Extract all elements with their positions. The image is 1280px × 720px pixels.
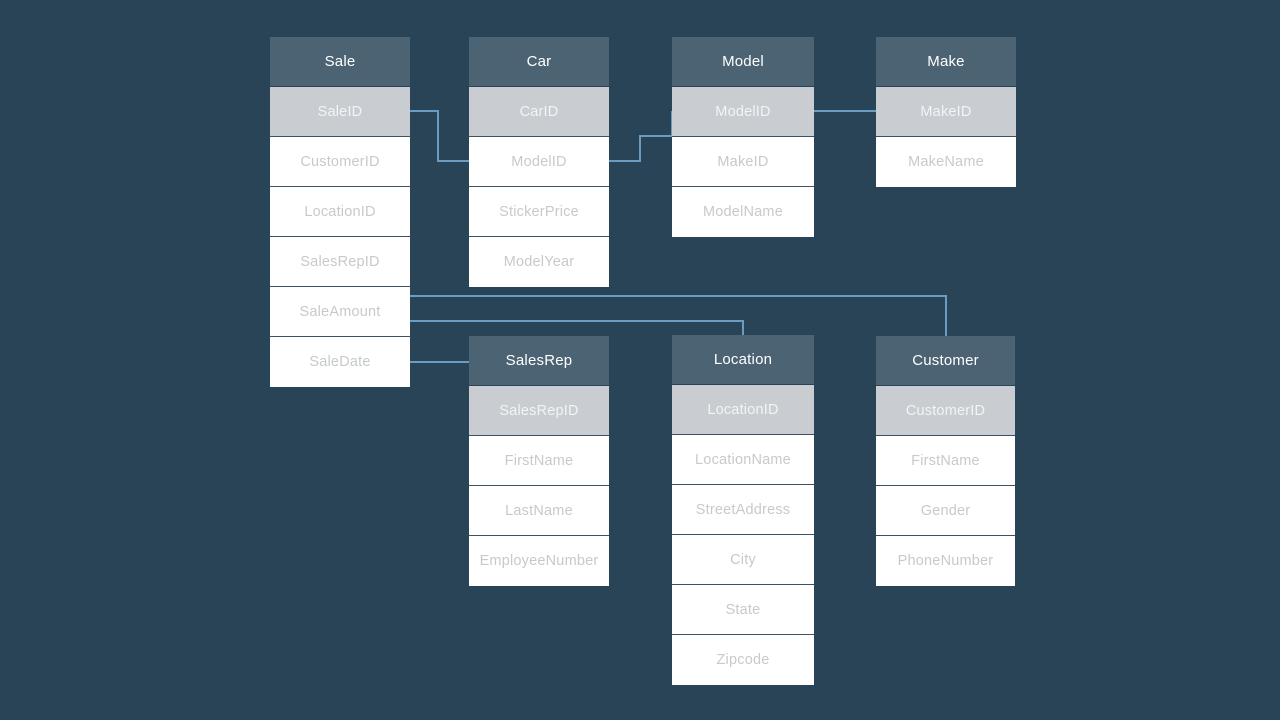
connector-car-model bbox=[609, 111, 673, 162]
entity-title: Make bbox=[876, 37, 1016, 87]
attribute-row[interactable]: CustomerID bbox=[270, 137, 410, 187]
attribute-row[interactable]: ModelYear bbox=[469, 237, 609, 287]
attribute-row[interactable]: FirstName bbox=[469, 436, 609, 486]
entity-title: Car bbox=[469, 37, 609, 87]
attribute-row-primary-key[interactable]: MakeID bbox=[876, 87, 1016, 137]
entity-title: SalesRep bbox=[469, 336, 609, 386]
attribute-row[interactable]: StreetAddress bbox=[672, 485, 814, 535]
entity-title: Sale bbox=[270, 37, 410, 87]
attribute-row-primary-key[interactable]: LocationID bbox=[672, 385, 814, 435]
attribute-row[interactable]: Gender bbox=[876, 486, 1015, 536]
attribute-row-primary-key[interactable]: CarID bbox=[469, 87, 609, 137]
connector-sale-car bbox=[410, 110, 469, 162]
attribute-row[interactable]: SaleDate bbox=[270, 337, 410, 387]
attribute-row[interactable]: ModelName bbox=[672, 187, 814, 237]
attribute-row[interactable]: City bbox=[672, 535, 814, 585]
connector-sale-location bbox=[410, 320, 744, 335]
entity-title: Model bbox=[672, 37, 814, 87]
attribute-row[interactable]: LocationName bbox=[672, 435, 814, 485]
attribute-row[interactable]: SalesRepID bbox=[270, 237, 410, 287]
attribute-row-primary-key[interactable]: ModelID bbox=[672, 87, 814, 137]
entity-title: Customer bbox=[876, 336, 1015, 386]
connector-sale-customer bbox=[410, 295, 947, 336]
attribute-row[interactable]: Zipcode bbox=[672, 635, 814, 685]
attribute-row[interactable]: LastName bbox=[469, 486, 609, 536]
entity-title: Location bbox=[672, 335, 814, 385]
attribute-row[interactable]: ModelID bbox=[469, 137, 609, 187]
attribute-row[interactable]: MakeID bbox=[672, 137, 814, 187]
attribute-row[interactable]: StickerPrice bbox=[469, 187, 609, 237]
attribute-row-primary-key[interactable]: CustomerID bbox=[876, 386, 1015, 436]
attribute-row[interactable]: SaleAmount bbox=[270, 287, 410, 337]
attribute-row-primary-key[interactable]: SaleID bbox=[270, 87, 410, 137]
attribute-row[interactable]: FirstName bbox=[876, 436, 1015, 486]
attribute-row-primary-key[interactable]: SalesRepID bbox=[469, 386, 609, 436]
attribute-row[interactable]: State bbox=[672, 585, 814, 635]
attribute-row[interactable]: PhoneNumber bbox=[876, 536, 1015, 586]
attribute-row[interactable]: EmployeeNumber bbox=[469, 536, 609, 586]
attribute-row[interactable]: MakeName bbox=[876, 137, 1016, 187]
attribute-row[interactable]: LocationID bbox=[270, 187, 410, 237]
